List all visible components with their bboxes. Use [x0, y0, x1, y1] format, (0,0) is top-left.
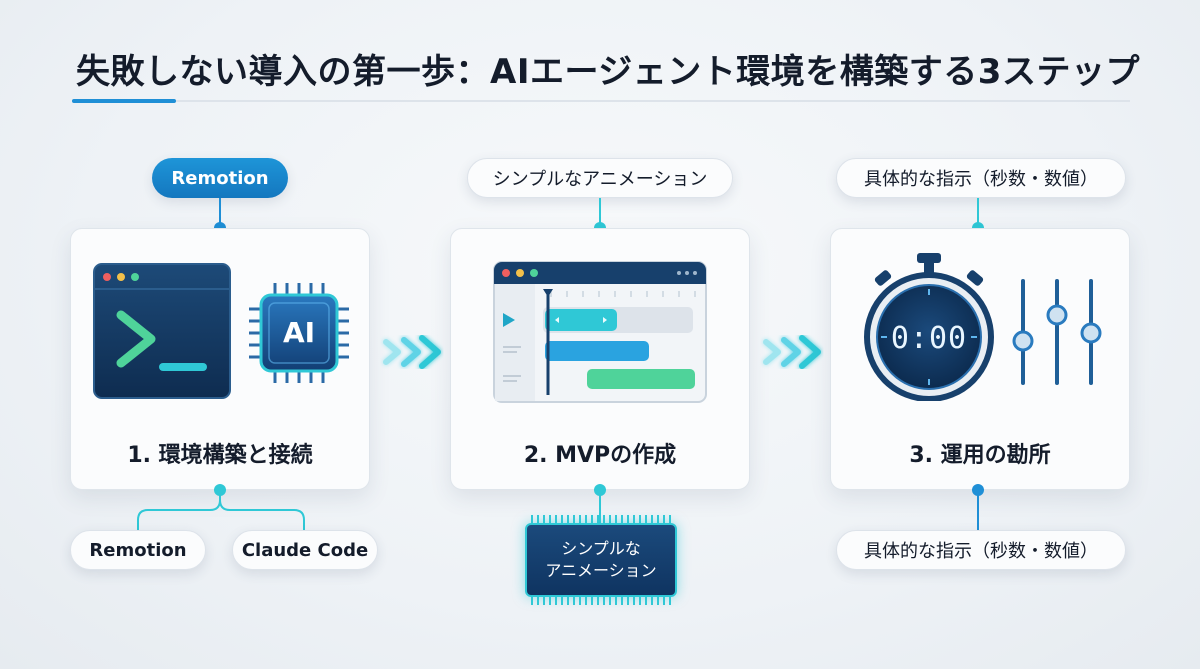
chip-pins-bottom: [527, 597, 675, 605]
step3-top-connector: [977, 198, 979, 228]
timeline-editor-icon: [493, 261, 707, 403]
step2-card: 2. MVPの作成: [450, 228, 750, 490]
title-divider: [72, 100, 1130, 102]
step3-bottom-connector: [977, 490, 979, 530]
step3-bottom-label: 具体的な指示（秒数・数値）: [836, 530, 1126, 570]
step3-top-label: 具体的な指示（秒数・数値）: [836, 158, 1126, 198]
timer-display: 0:00: [890, 321, 968, 356]
step3-card: 0:00 3. 運用の勘所: [830, 228, 1130, 490]
step1-top-connector: [219, 198, 221, 228]
chevron-arrows-icon: [383, 335, 441, 369]
chip-pins-top: [527, 515, 675, 523]
title-accent-bar: [72, 99, 176, 103]
chevron-arrows-icon: [763, 335, 821, 369]
page-title: 失敗しない導入の第一歩：AIエージェント環境を構築する3ステップ: [76, 52, 1140, 92]
step3-title: 3. 運用の勘所: [909, 443, 1051, 468]
ai-chip-icon: [249, 283, 349, 383]
step2-title: 2. MVPの作成: [523, 443, 677, 468]
step2-top-connector: [599, 198, 601, 228]
step1-card: AI 1. 環境構築と接続: [70, 228, 370, 490]
chip-label-line2: アニメーション: [545, 561, 657, 580]
step2-bottom-chip: シンプルな アニメーション: [525, 515, 677, 605]
stopwatch-icon: [864, 253, 994, 401]
ai-chip-label: AI: [282, 316, 316, 349]
step1-title: 1. 環境構築と接続: [127, 443, 313, 468]
chip-label-line1: シンプルな: [561, 539, 641, 558]
step1-branch-connector: [137, 490, 305, 534]
terminal-icon: [93, 263, 231, 399]
step1-bottom-label-claude-code: Claude Code: [232, 530, 378, 570]
sliders-icon: [1012, 279, 1102, 385]
step2-top-label: シンプルなアニメーション: [467, 158, 733, 198]
step1-bottom-label-remotion: Remotion: [70, 530, 206, 570]
step2-bottom-connector: [599, 490, 601, 523]
step1-top-label: Remotion: [152, 158, 288, 198]
